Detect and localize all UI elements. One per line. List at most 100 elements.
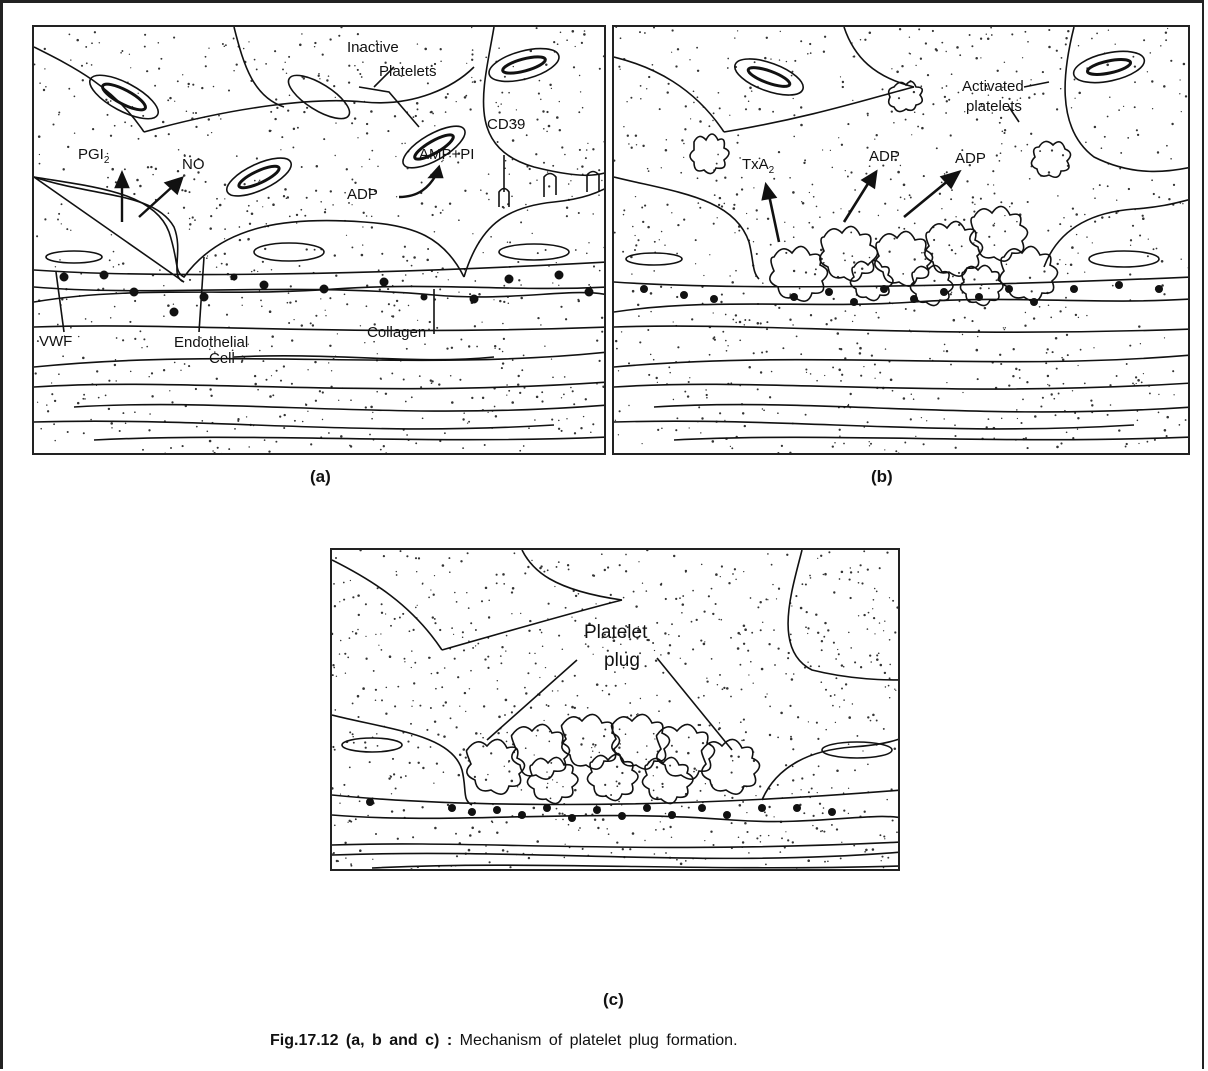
panel-c-illustration [332,550,900,871]
stipple-dot [371,216,372,217]
stipple-dot [445,96,448,99]
stipple-dot [404,246,406,248]
stipple-dot [146,346,148,348]
stipple-dot [730,755,733,758]
stipple-dot [810,665,812,667]
stipple-dot [977,336,978,337]
stipple-dot [424,48,427,51]
stipple-dot [91,64,93,66]
stipple-dot [1096,33,1098,35]
stipple-dot [780,712,783,715]
stipple-dot [847,176,849,178]
stipple-dot [385,713,387,715]
stipple-dot [288,322,290,324]
stipple-dot [336,860,338,862]
stipple-dot [502,323,504,325]
stipple-dot [184,363,186,365]
stipple-dot [701,417,703,419]
stipple-dot [739,321,742,324]
stipple-dot [909,37,910,38]
stipple-dot [673,555,675,557]
stipple-dot [927,74,929,76]
stipple-dot [406,348,408,350]
stipple-dot [431,214,433,216]
stipple-dot [351,179,353,181]
stipple-dot [743,719,745,721]
stipple-dot [344,842,346,844]
stipple-dot [428,597,430,599]
stipple-dot [884,838,885,839]
stipple-dot [572,390,574,392]
stipple-dot [1086,315,1087,316]
stipple-dot [343,582,345,584]
stipple-dot [304,215,306,217]
stipple-dot [681,806,683,808]
stipple-dot [704,840,705,841]
stipple-dot [871,354,873,356]
stipple-dot [633,591,635,593]
stipple-dot [663,828,665,830]
stipple-dot [567,564,569,566]
stipple-dot [748,852,750,854]
stipple-dot [642,145,644,147]
stipple-dot [1090,399,1092,401]
stipple-dot [678,635,680,637]
stipple-dot [421,182,423,184]
stipple-dot [765,864,767,866]
stipple-dot [914,223,916,225]
stipple-dot [728,453,730,455]
stipple-dot [608,833,610,835]
stipple-dot [562,786,563,787]
stipple-dot [1107,414,1109,416]
stipple-dot [735,322,737,324]
stipple-dot [700,790,702,792]
stipple-dot [980,38,982,40]
stipple-dot [396,571,397,572]
stipple-dot [685,571,687,573]
stipple-dot [224,253,226,255]
stipple-dot [568,824,570,826]
stipple-dot [566,206,568,208]
stipple-dot [739,339,741,341]
stipple-dot [918,28,920,30]
stipple-dot [456,601,458,603]
stipple-dot [333,583,335,585]
stipple-dot [497,688,499,690]
stipple-dot [39,154,40,155]
stipple-dot [1147,255,1149,257]
stipple-dot [869,257,871,259]
stipple-dot [417,108,419,110]
stipple-dot [182,445,184,447]
stipple-dot [426,259,429,262]
stipple-dot [593,265,595,267]
stipple-dot [169,390,170,391]
stipple-dot [552,282,553,283]
stipple-dot [306,107,308,109]
stipple-dot [383,445,385,447]
stipple-dot [615,685,617,687]
stipple-dot [436,327,438,329]
stipple-dot [688,807,690,809]
stipple-dot [721,294,723,296]
stipple-dot [1061,57,1063,59]
stipple-dot [730,637,732,639]
stipple-dot [508,302,510,304]
platelets-label: platelets [966,99,1022,115]
stipple-dot [1046,352,1048,354]
stipple-dot [753,241,754,242]
stipple-dot [1022,399,1024,401]
stipple-dot [692,648,694,650]
stipple-dot [504,714,506,716]
stipple-dot [1148,238,1149,239]
stipple-dot [195,388,197,390]
stipple-dot [514,552,516,554]
stipple-dot [994,244,996,246]
stipple-dot [676,417,678,419]
stipple-dot [40,428,42,430]
stipple-dot [550,798,552,800]
stipple-dot [458,291,459,292]
stipple-dot [731,822,733,824]
stipple-dot [1142,215,1144,217]
stipple-dot [571,706,574,709]
stipple-dot [1014,145,1016,147]
